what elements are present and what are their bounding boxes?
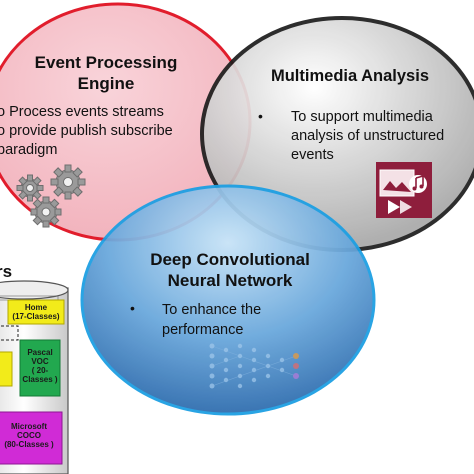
dcnn-bullet-line2: performance [162,322,244,338]
multimedia-bullet-line1: To support multimedia [291,109,433,125]
coco-dataset-label: Microsoft COCO (80-Classes ) [0,422,62,449]
event-processing-title-line1: Event Processing [34,53,178,72]
voc-dataset-box [19,339,61,397]
event-processing-title: Event Processing Engine [16,52,196,94]
voc-dataset-label: Pascal VOC ( 20- Classes ) [20,348,60,384]
home-dataset-label: Home (17-Classes) [8,303,64,321]
dcnn-circle [80,184,376,416]
multimedia-bullet-mark: • [258,108,263,124]
dcnn-title-line1: Deep Convolutional [150,250,310,269]
coco-label-line2: COCO [17,431,41,440]
event-processing-bullet-3: paradigm [0,142,58,158]
voc-label-line4: Classes ) [22,375,58,384]
voc-label-line1: Pascal [27,348,53,357]
home-label-line2: (17-Classes) [12,312,60,321]
neural-network-icon [209,343,299,389]
voc-label-line3: ( 20- [31,366,49,375]
multimedia-bullet-text: To support multimedia analysis of unstru… [291,108,461,165]
multimedia-title: Multimedia Analysis [270,67,429,85]
dcnn-bullet-mark: • [130,300,135,316]
coco-dataset-box [0,411,63,465]
dcnn-bullet-text: To enhance the performance [162,300,312,340]
media-player-icon [376,162,432,218]
coco-label-line1: Microsoft [11,422,47,431]
dcnn-title-line2: Neural Network [167,271,293,290]
multimedia-bullet-line2: analysis of unstructured [291,128,445,144]
event-processing-title-line2: Engine [77,74,135,93]
dataset-cylinder [0,280,69,474]
multimedia-bullet-line3: events [291,147,334,163]
dcnn-title: Deep Convolutional Neural Network [120,249,340,291]
dcnn-bullet-line1: To enhance the [162,302,262,318]
gears-icon [16,164,86,228]
event-processing-bullets: o Process events streams o provide publi… [0,103,197,160]
event-processing-bullet-1: o Process events streams [0,104,164,120]
event-processing-bullet-2: o provide publish subscribe [0,123,173,139]
voc-label-line2: VOC [31,357,49,366]
home-dataset-box [7,299,65,325]
datasets-header: rs [0,262,13,281]
home-label-line1: Home [24,303,48,312]
coco-label-line3: (80-Classes ) [4,440,54,449]
